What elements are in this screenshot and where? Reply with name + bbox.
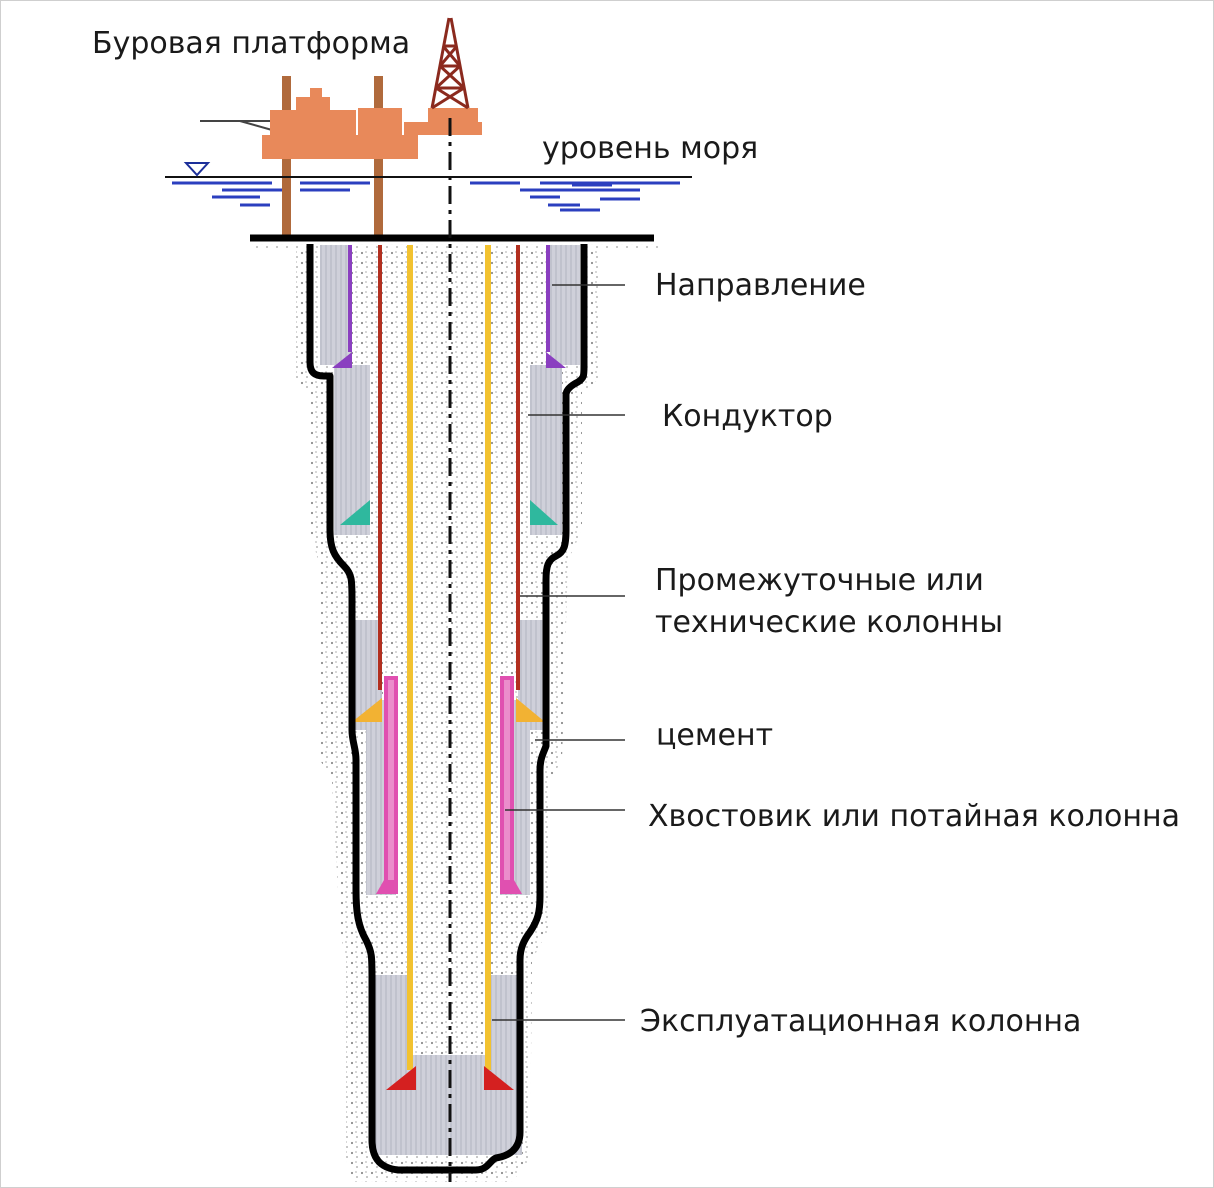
wellbore-wall	[306, 244, 588, 1174]
label-sea-level: уровень моря	[542, 131, 758, 166]
direction-casing	[348, 245, 550, 352]
platform-module	[270, 110, 356, 136]
cement-direction-left	[320, 245, 352, 365]
intermediate-shoe	[516, 698, 545, 722]
platform-module	[358, 108, 402, 136]
sea-level	[165, 162, 692, 212]
platform-module	[296, 97, 330, 111]
leader-lines	[492, 284, 625, 1021]
direction-shoe	[332, 352, 352, 368]
label-platform: Буровая платформа	[92, 26, 410, 61]
water-level-icon	[183, 162, 211, 177]
intermediate-shoe	[352, 698, 382, 722]
water-waves	[172, 181, 680, 212]
conductor-shoe	[340, 500, 370, 525]
liner-casing	[376, 676, 522, 894]
label-intermediate-line1: Промежуточные или	[655, 563, 984, 598]
production-casing	[407, 245, 491, 1070]
label-direction: Направление	[655, 268, 866, 303]
cement-direction-right	[550, 245, 580, 365]
label-production: Эксплуатационная колонна	[640, 1004, 1081, 1039]
derrick-icon	[430, 17, 470, 110]
cement-production-left	[372, 975, 412, 1155]
drilling-platform	[200, 17, 482, 236]
conductor-shoe	[530, 500, 558, 525]
label-conductor: Кондуктор	[662, 399, 833, 434]
direction-shoe	[546, 352, 566, 368]
conductor-casing	[378, 245, 520, 690]
platform-deck	[262, 135, 418, 159]
cement-production-right	[486, 975, 522, 1155]
rock-formation	[252, 244, 658, 1182]
production-shoe	[484, 1066, 514, 1090]
derrick-base	[404, 122, 482, 135]
production-shoe	[386, 1066, 416, 1090]
label-cement: цемент	[656, 718, 773, 753]
label-intermediate-line2: технические колонны	[655, 605, 1003, 640]
label-liner: Хвостовик или потайная колонна	[648, 799, 1180, 834]
